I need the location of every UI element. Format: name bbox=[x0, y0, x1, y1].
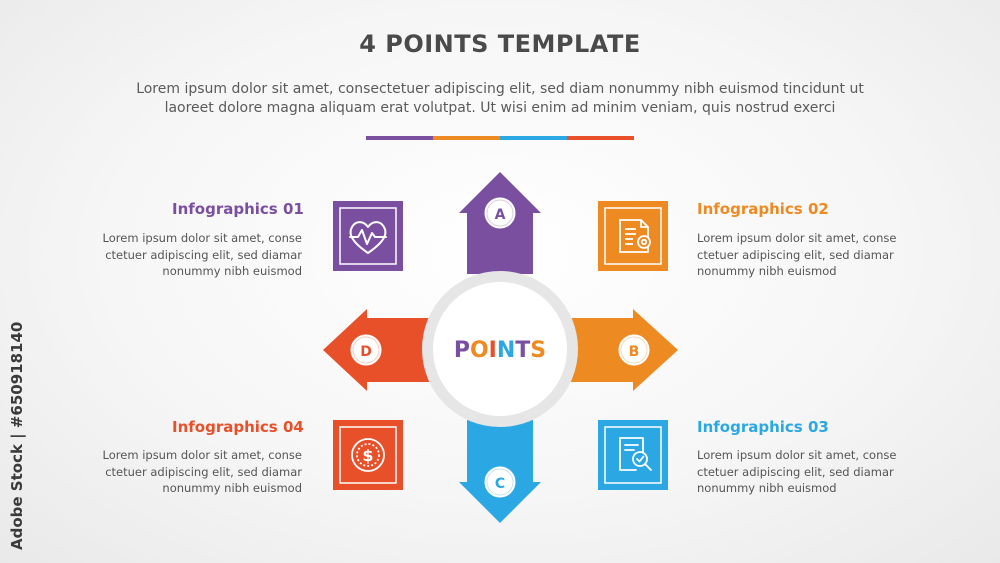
center-letter-n: N bbox=[497, 338, 515, 363]
item-04-body: Lorem ipsum dolor sit amet, conse ctetue… bbox=[62, 447, 302, 497]
item-04-heading: Infographics 04 bbox=[172, 418, 304, 436]
item-01-body-line-3: nonummy nibh euismod bbox=[162, 264, 302, 278]
badge-a: A bbox=[481, 194, 519, 232]
item-02-body-line-1: Lorem ipsum dolor sit amet, conse bbox=[697, 231, 897, 245]
subtitle-line-2: laoreet dolore magna aliquam erat volutp… bbox=[164, 100, 836, 116]
center-letter-i: I bbox=[489, 338, 497, 363]
item-01-body-line-2: ctetuer adipiscing elit, sed diamar bbox=[105, 247, 302, 262]
item-02-body: Lorem ipsum dolor sit amet, conse ctetue… bbox=[697, 230, 937, 280]
center-letter-o: O bbox=[470, 338, 489, 363]
item-01-body-line-1: Lorem ipsum dolor sit amet, conse bbox=[102, 231, 302, 245]
item-03-body-line-1: Lorem ipsum dolor sit amet, conse bbox=[697, 448, 897, 462]
badge-c: C bbox=[481, 463, 519, 501]
icon-box-02 bbox=[598, 201, 668, 271]
badge-a-letter: A bbox=[495, 207, 506, 223]
subtitle: Lorem ipsum dolor sit amet, consectetuer… bbox=[60, 80, 940, 118]
badge-c-letter: C bbox=[495, 476, 505, 492]
badge-d-letter: D bbox=[360, 344, 372, 360]
page-title: 4 POINTS TEMPLATE bbox=[359, 30, 641, 58]
center-letter-t: T bbox=[515, 338, 530, 363]
dollar-coin-icon: $ bbox=[351, 438, 385, 472]
svg-text:$: $ bbox=[362, 446, 373, 465]
center-letter-s: S bbox=[530, 338, 546, 363]
center-label: POINTS bbox=[454, 338, 546, 363]
item-04-body-line-2: ctetuer adipiscing elit, sed diamar bbox=[105, 464, 302, 479]
item-03-body-line-3: nonummy nibh euismod bbox=[697, 481, 837, 495]
icon-box-01 bbox=[333, 201, 403, 271]
item-04-body-line-1: Lorem ipsum dolor sit amet, conse bbox=[102, 448, 302, 462]
heartbeat-icon bbox=[349, 221, 387, 254]
center-letter-p: P bbox=[454, 338, 470, 363]
divider-red bbox=[567, 136, 634, 140]
icon-box-03 bbox=[598, 420, 668, 490]
stock-watermark-text: Adobe Stock | #650918140 bbox=[8, 321, 26, 550]
center-circle bbox=[433, 282, 567, 416]
icon-box-04: $ bbox=[333, 420, 403, 490]
divider-blue bbox=[500, 136, 567, 140]
document-settings-icon bbox=[619, 219, 651, 253]
item-01-body: Lorem ipsum dolor sit amet, conse ctetue… bbox=[62, 230, 302, 280]
item-04-body-line-3: nonummy nibh euismod bbox=[162, 481, 302, 495]
item-03-heading: Infographics 03 bbox=[697, 418, 829, 436]
item-03-body: Lorem ipsum dolor sit amet, conse ctetue… bbox=[697, 447, 937, 497]
divider-purple bbox=[366, 136, 433, 140]
document-search-icon bbox=[619, 437, 652, 471]
badge-b-letter: B bbox=[629, 344, 640, 360]
item-01-heading: Infographics 01 bbox=[172, 200, 304, 218]
item-02-body-line-2: ctetuer adipiscing elit, sed diamar bbox=[697, 247, 894, 262]
item-02-heading: Infographics 02 bbox=[697, 200, 829, 218]
badge-b: B bbox=[615, 331, 653, 369]
item-03-body-line-2: ctetuer adipiscing elit, sed diamar bbox=[697, 464, 894, 479]
item-02-body-line-3: nonummy nibh euismod bbox=[697, 264, 837, 278]
badge-d: D bbox=[347, 331, 385, 369]
stock-watermark: Adobe Stock | #650918140 bbox=[6, 320, 30, 550]
subtitle-line-1: Lorem ipsum dolor sit amet, consectetuer… bbox=[136, 81, 864, 97]
divider-orange bbox=[433, 136, 500, 140]
